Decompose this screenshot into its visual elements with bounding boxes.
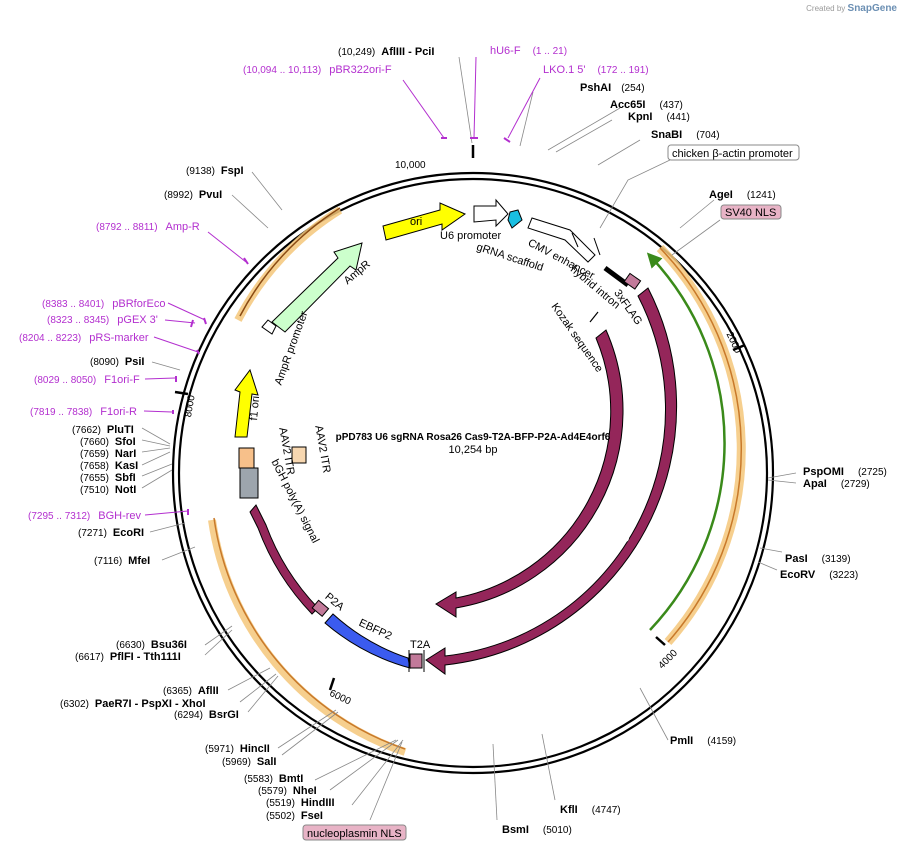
ebfp2-arrow: EBFP2 [324,613,411,669]
site-notI: (7510)NotI [80,484,136,496]
tick-2000 [732,343,746,352]
tick-6000 [328,677,336,691]
site-labels: (10,249)AflIII - PciI PshAI(254) Acc65I(… [60,46,887,836]
primer-pbrforeco: (8383 .. 8401)pBRforEco [42,298,165,310]
tick-label-8000: 8000 [183,394,198,418]
primer-prs-marker: (8204 .. 8223)pRS-marker [19,332,149,344]
primer-amp-r: (8792 .. 8811)Amp-R [96,221,200,233]
site-pflFI: (6617)PflFI - Tth111I [75,651,181,663]
primer-bgh-rev: (7295 .. 7312)BGH-rev [28,510,142,522]
site-hindIII: (5519)HindIII [266,797,335,809]
primer-leaders [143,56,541,516]
primer-hu6-f: hU6-F(1 .. 21) [490,45,567,57]
site-bmtI: (5583)BmtI [244,773,303,785]
credit-prefix: Created by [806,4,846,13]
sv40-nls-label: SV40 NLS [725,207,776,219]
t2a-label: T2A [410,639,431,651]
t2a-feature: T2A [408,639,431,672]
site-snaBI: SnaBI(704) [651,129,720,141]
site-acc65I: Acc65I(437) [610,99,683,111]
leader-lines [141,56,797,821]
itr-box-2 [238,447,255,469]
site-nheI: (5579)NheI [258,785,317,797]
site-paeR7I: (6302)PaeR7I - PspXI - XhoI [60,698,206,710]
boxed-labels: chicken β-actin promoter SV40 NLS nucleo… [302,144,800,841]
f1-ori-label: f1 ori [248,396,262,421]
primer-pbr322ori-f: (10,094 .. 10,113)pBR322ori-F [243,64,392,76]
cas9-outer-arrow: Cas9 [425,287,688,675]
flag-box [623,272,642,290]
site-pasI: PasI(3139) [785,553,851,565]
site-bsmI: BsmI(5010) [502,824,572,836]
site-kasI: (7658)KasI [80,460,138,472]
chicken-actin-box [667,144,800,161]
site-narI: (7659)NarI [80,448,136,460]
tick-8000 [174,390,189,396]
site-pshAI: PshAI(254) [580,82,645,94]
ori-feature: ori [382,202,467,241]
primer-pgex3: (8323 .. 8345)pGEX 3' [47,314,158,326]
orange-band-left [208,206,407,756]
plasmid-name: pPD783 U6 sgRNA Rosa26 Cas9-T2A-BFP-P2A-… [336,432,611,443]
site-kflI: KflI(4747) [560,804,621,816]
itr-box-1 [291,446,307,464]
snapgene-credit: Created by SnapGene [806,3,897,14]
site-fseI: (5502)FseI [266,810,323,822]
u6-label: U6 promoter [440,230,501,242]
nucleoplasmin-nls-box [302,824,407,841]
backbone [171,171,775,775]
site-bsrGI: (6294)BsrGI [174,709,239,721]
site-pluTI: (7662)PluTI [72,424,134,436]
primer-f1ori-r: (7819 .. 7838)F1ori-R [30,406,137,418]
site-ageI: AgeI(1241) [709,189,776,201]
bgh-box [239,467,259,499]
primer-lko1: LKO.1 5'(172 .. 191) [543,64,649,76]
site-apaI: ApaI(2729) [803,478,870,490]
site-bsu36I: (6630)Bsu36I [116,639,187,651]
aav2-itr-label-1: AAV2 ITR [312,424,332,473]
site-psiI: (8090)PsiI [90,356,144,368]
orange-band-right [646,244,746,645]
t2a-box [409,653,423,669]
sv40-nls-box [720,204,782,220]
tick-label-10000: 10,000 [395,160,426,171]
site-aflIII-pciI: (10,249)AflIII - PciI [338,46,434,58]
site-sbfI: (7655)SbfI [80,472,136,484]
site-pspOMI: PspOMI(2725) [803,466,887,478]
p2a-box [311,599,330,618]
plasmid-length: 10,254 bp [449,444,498,456]
nucleoplasmin-nls-label: nucleoplasmin NLS [307,828,402,840]
tick-label-6000: 6000 [328,688,353,708]
site-ecoRI: (7271)EcoRI [78,527,144,539]
site-salI: (5969)SalI [222,756,276,768]
chicken-actin-label: chicken β-actin promoter [672,148,793,160]
site-ecoRV: EcoRV(3223) [780,569,858,581]
tick-label-4000: 4000 [656,647,680,671]
site-kpnI: KpnI(441) [628,111,690,123]
cas9-outer-label: Cas9 [665,542,688,570]
site-sfoI: (7660)SfoI [80,436,136,448]
itr-bgh-region: AAV2 ITR AAV2 ITR bGH poly(A) signal [238,424,333,545]
tick-4000 [655,636,666,646]
site-fspI: (9138)FspI [186,165,244,177]
f1-ori-feature: f1 ori [234,368,262,438]
site-mfeI: (7116)MfeI [94,555,150,567]
credit-brand: SnapGene [847,3,897,14]
primer-labels: hU6-F(1 .. 21) LKO.1 5'(172 .. 191) (10,… [19,45,649,522]
site-aflII: (6365)AflII [163,685,219,697]
ori-label: ori [410,216,422,228]
site-pvuI: (8992)PvuI [164,189,222,201]
site-pmlI: PmlI(4159) [670,735,736,747]
primer-f1ori-f: (8029 .. 8050)F1ori-F [34,374,140,386]
p2a-feature: P2A [311,591,347,618]
primer-marks [172,137,511,515]
site-hincII: (5971)HincII [205,743,270,755]
